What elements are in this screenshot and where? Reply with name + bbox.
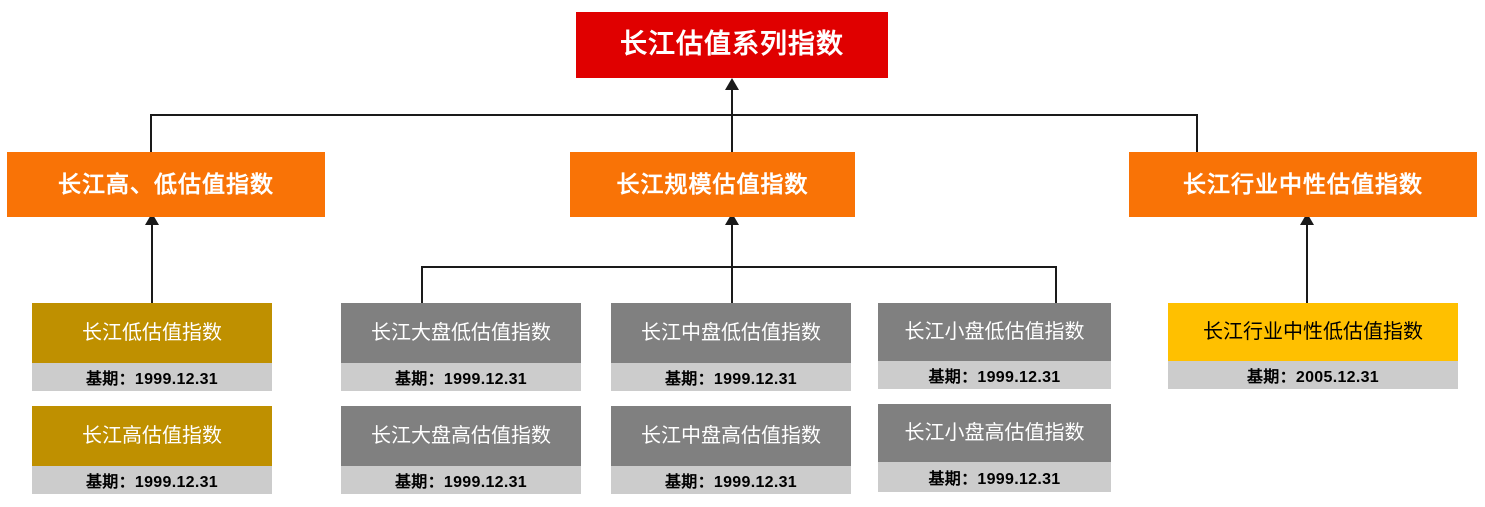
connector-middle-bus bbox=[421, 266, 1057, 268]
leaf-large-cap-low-valuation[interactable]: 长江大盘低估值指数 bbox=[341, 303, 581, 363]
connector-right-riser bbox=[1306, 224, 1308, 303]
node-root[interactable]: 长江估值系列指数 bbox=[576, 12, 888, 78]
leaf-high-valuation[interactable]: 长江高估值指数 bbox=[32, 406, 272, 466]
connector-root-drop-left bbox=[150, 114, 152, 156]
leaf-large-cap-low-valuation-base-label: 基期：1999.12.31 bbox=[395, 371, 527, 388]
leaf-industry-neutral-low-valuation-base: 基期：2005.12.31 bbox=[1168, 361, 1458, 389]
leaf-industry-neutral-low-valuation-base-label: 基期：2005.12.31 bbox=[1247, 369, 1379, 386]
leaf-small-cap-low-valuation-base: 基期：1999.12.31 bbox=[878, 361, 1111, 389]
connector-middle-drop-left bbox=[421, 266, 423, 303]
leaf-mid-cap-low-valuation-base-label: 基期：1999.12.31 bbox=[665, 371, 797, 388]
leaf-large-cap-high-valuation-label: 长江大盘高估值指数 bbox=[371, 425, 551, 447]
leaf-small-cap-high-valuation[interactable]: 长江小盘高估值指数 bbox=[878, 404, 1111, 462]
leaf-small-cap-low-valuation-base-label: 基期：1999.12.31 bbox=[928, 369, 1061, 386]
connector-left-riser bbox=[151, 224, 153, 303]
node-root-label: 长江估值系列指数 bbox=[620, 29, 844, 60]
connector-root-drop-right bbox=[1196, 114, 1198, 156]
arrow-root-center-icon bbox=[725, 78, 739, 90]
connector-root-bus bbox=[150, 114, 1198, 116]
leaf-mid-cap-high-valuation-base: 基期：1999.12.31 bbox=[611, 466, 851, 494]
leaf-large-cap-high-valuation-base-label: 基期：1999.12.31 bbox=[395, 474, 527, 491]
connector-middle-drop-center bbox=[731, 266, 733, 303]
leaf-large-cap-high-valuation-base: 基期：1999.12.31 bbox=[341, 466, 581, 494]
leaf-mid-cap-high-valuation-base-label: 基期：1999.12.31 bbox=[665, 474, 797, 491]
leaf-low-valuation-label: 长江低估值指数 bbox=[82, 322, 222, 344]
node-level2-scale-valuation-label: 长江规模估值指数 bbox=[616, 171, 809, 198]
node-level2-high-low-valuation[interactable]: 长江高、低估值指数 bbox=[7, 152, 325, 217]
node-level2-industry-neutral-valuation-label: 长江行业中性估值指数 bbox=[1183, 171, 1423, 198]
leaf-small-cap-high-valuation-base: 基期：1999.12.31 bbox=[878, 462, 1111, 492]
leaf-high-valuation-label: 长江高估值指数 bbox=[82, 425, 222, 447]
connector-root-riser-center bbox=[731, 89, 733, 156]
leaf-small-cap-low-valuation[interactable]: 长江小盘低估值指数 bbox=[878, 303, 1111, 361]
leaf-mid-cap-low-valuation-base: 基期：1999.12.31 bbox=[611, 363, 851, 391]
leaf-mid-cap-low-valuation[interactable]: 长江中盘低估值指数 bbox=[611, 303, 851, 363]
node-level2-industry-neutral-valuation[interactable]: 长江行业中性估值指数 bbox=[1129, 152, 1477, 217]
connector-middle-riser bbox=[731, 224, 733, 268]
leaf-large-cap-low-valuation-base: 基期：1999.12.31 bbox=[341, 363, 581, 391]
node-level2-scale-valuation[interactable]: 长江规模估值指数 bbox=[570, 152, 855, 217]
node-level2-high-low-valuation-label: 长江高、低估值指数 bbox=[58, 171, 274, 198]
leaf-mid-cap-high-valuation-label: 长江中盘高估值指数 bbox=[641, 425, 821, 447]
leaf-low-valuation-base-label: 基期：1999.12.31 bbox=[86, 371, 218, 388]
leaf-high-valuation-base-label: 基期：1999.12.31 bbox=[86, 474, 218, 491]
leaf-industry-neutral-low-valuation[interactable]: 长江行业中性低估值指数 bbox=[1168, 303, 1458, 361]
leaf-small-cap-high-valuation-label: 长江小盘高估值指数 bbox=[904, 422, 1085, 444]
leaf-small-cap-high-valuation-base-label: 基期：1999.12.31 bbox=[928, 471, 1061, 488]
leaf-low-valuation-base: 基期：1999.12.31 bbox=[32, 363, 272, 391]
leaf-small-cap-low-valuation-label: 长江小盘低估值指数 bbox=[904, 321, 1085, 343]
leaf-mid-cap-low-valuation-label: 长江中盘低估值指数 bbox=[641, 322, 821, 344]
leaf-mid-cap-high-valuation[interactable]: 长江中盘高估值指数 bbox=[611, 406, 851, 466]
leaf-industry-neutral-low-valuation-label: 长江行业中性低估值指数 bbox=[1203, 321, 1423, 343]
leaf-low-valuation[interactable]: 长江低估值指数 bbox=[32, 303, 272, 363]
leaf-high-valuation-base: 基期：1999.12.31 bbox=[32, 466, 272, 494]
connector-middle-drop-right bbox=[1055, 266, 1057, 303]
leaf-large-cap-low-valuation-label: 长江大盘低估值指数 bbox=[371, 322, 551, 344]
leaf-large-cap-high-valuation[interactable]: 长江大盘高估值指数 bbox=[341, 406, 581, 466]
